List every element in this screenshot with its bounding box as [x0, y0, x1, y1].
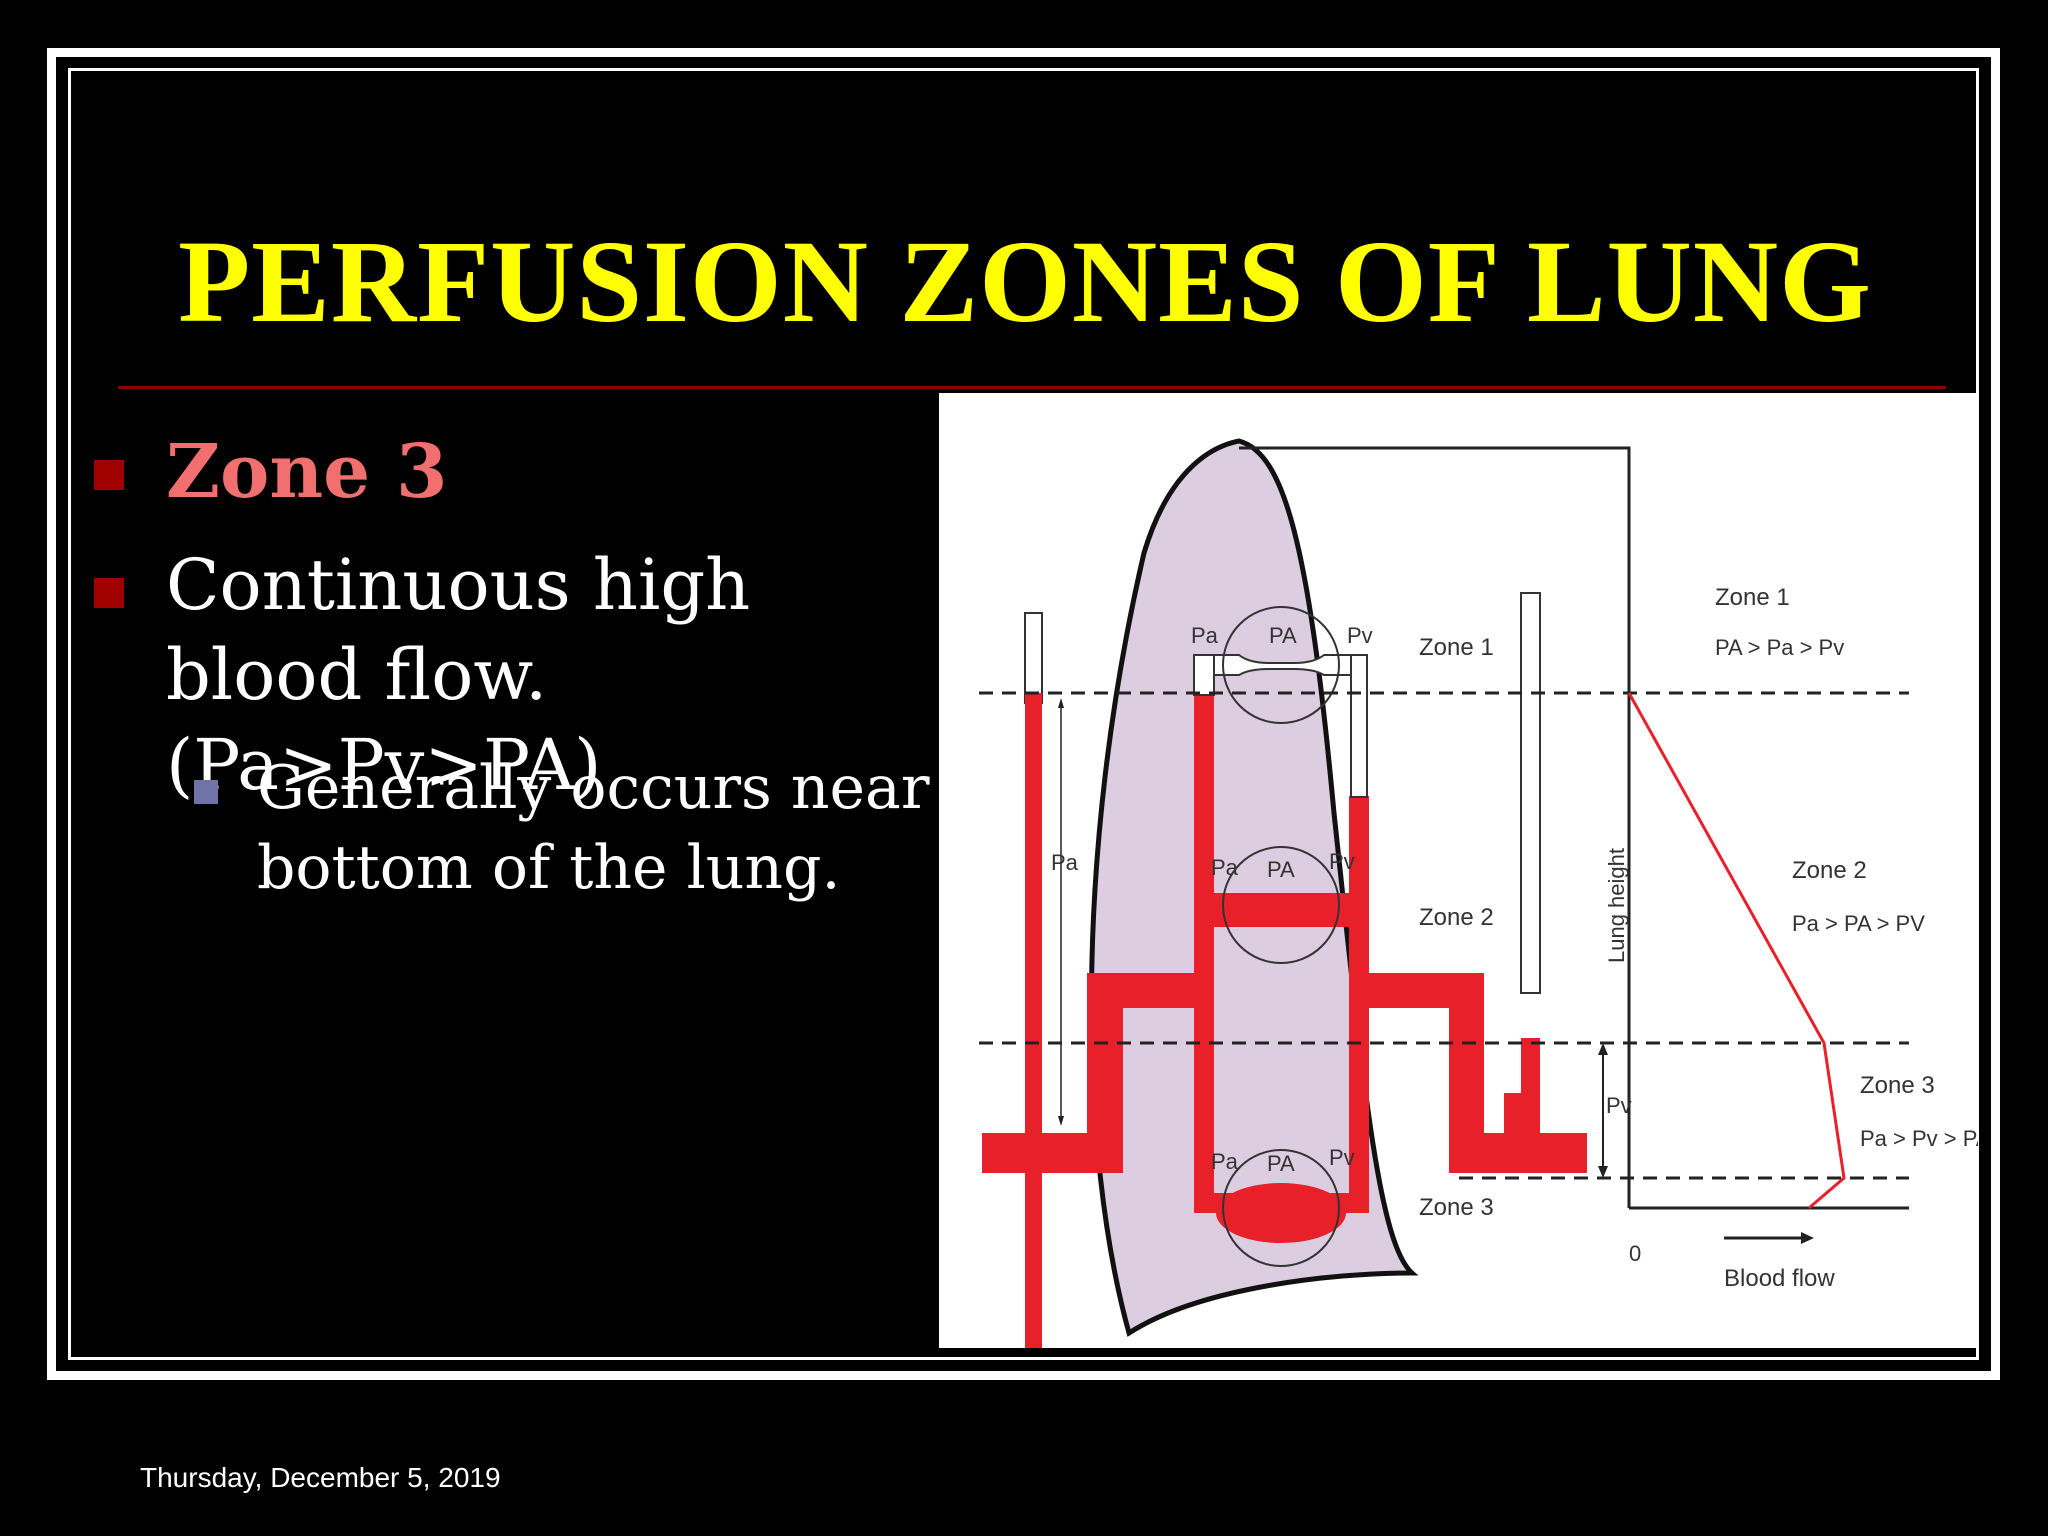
right-column-label: Pv	[1606, 1093, 1632, 1118]
zone1-relation: PA > Pa > Pv	[1715, 635, 1844, 660]
right-column-empty	[1520, 592, 1541, 994]
footer-date: Thursday, December 5, 2019	[140, 1462, 501, 1493]
zone1-vessel-pa: Pa	[1191, 623, 1219, 648]
bullet-marker	[94, 578, 124, 608]
zone1-capillary	[1213, 654, 1352, 676]
zone1-vessel-pv: Pv	[1347, 623, 1373, 648]
zone3-graph-label: Zone 3	[1860, 1072, 1935, 1099]
left-connector-blood	[982, 693, 1194, 1173]
bullet-continuous-flow: Continuous high blood flow. (Pa>Pv>PA)	[166, 544, 751, 806]
right-column-blood	[1521, 1038, 1540, 1138]
zone3-label: Zone 3	[1419, 1194, 1494, 1221]
lung-shape	[1088, 438, 1419, 1337]
zone3-vessel-pv: Pv	[1329, 1145, 1355, 1170]
left-column-empty	[1024, 612, 1043, 704]
left-column-label: Pa	[1051, 850, 1079, 875]
bullet-zone-heading: Zone 3	[166, 429, 448, 515]
zone2-vessel-PA: PA	[1267, 857, 1295, 882]
zone2-vessel-pa: Pa	[1211, 855, 1239, 880]
sub-bullet-marker	[194, 780, 218, 804]
x-axis-label: Blood flow	[1724, 1265, 1835, 1292]
zone1-graph-label: Zone 1	[1715, 584, 1790, 611]
zone2-capillary	[1214, 893, 1349, 927]
slide-title: PERFUSION ZONES OF LUNG	[178, 216, 1872, 347]
x-axis-zero: 0	[1629, 1241, 1641, 1266]
zone2-vessel-pv: Pv	[1329, 849, 1355, 874]
inner-right-vessel	[1349, 796, 1369, 1213]
zone3-vessel-PA: PA	[1267, 1151, 1295, 1176]
inner-left-vessel	[1194, 693, 1214, 1213]
blood-flow-curve	[1627, 692, 1846, 1210]
sub-bullet-location: Generally occurs near bottom of the lung…	[257, 753, 930, 903]
zone3-vessel-pa: Pa	[1211, 1149, 1239, 1174]
lung-height-bracket	[1239, 446, 1631, 1208]
zone1-vessel-PA: PA	[1269, 623, 1297, 648]
zone3-capillary	[1216, 1183, 1346, 1243]
zone2-graph-label: Zone 2	[1792, 857, 1867, 884]
diagram-svg: Pa Pv Pa PA Pv Pa PA Pv Pa PA Pv Zone 1 …	[979, 438, 1991, 1531]
bullet-marker	[94, 460, 124, 490]
slide-outer-border	[47, 48, 2000, 1380]
y-axis-label: Lung height	[1604, 848, 1629, 963]
title-divider	[118, 386, 1946, 389]
zone3-relation: Pa > Pv > PA	[1860, 1126, 1978, 1151]
right-connector-blood	[1369, 973, 1587, 1173]
zone2-relation: Pa > PA > PV	[1792, 911, 1925, 936]
zone2-label: Zone 2	[1419, 904, 1494, 931]
perfusion-zones-diagram: Pa Pv Pa PA Pv Pa PA Pv Pa PA Pv Zone 1 …	[939, 393, 1991, 1531]
zone1-label: Zone 1	[1419, 634, 1494, 661]
